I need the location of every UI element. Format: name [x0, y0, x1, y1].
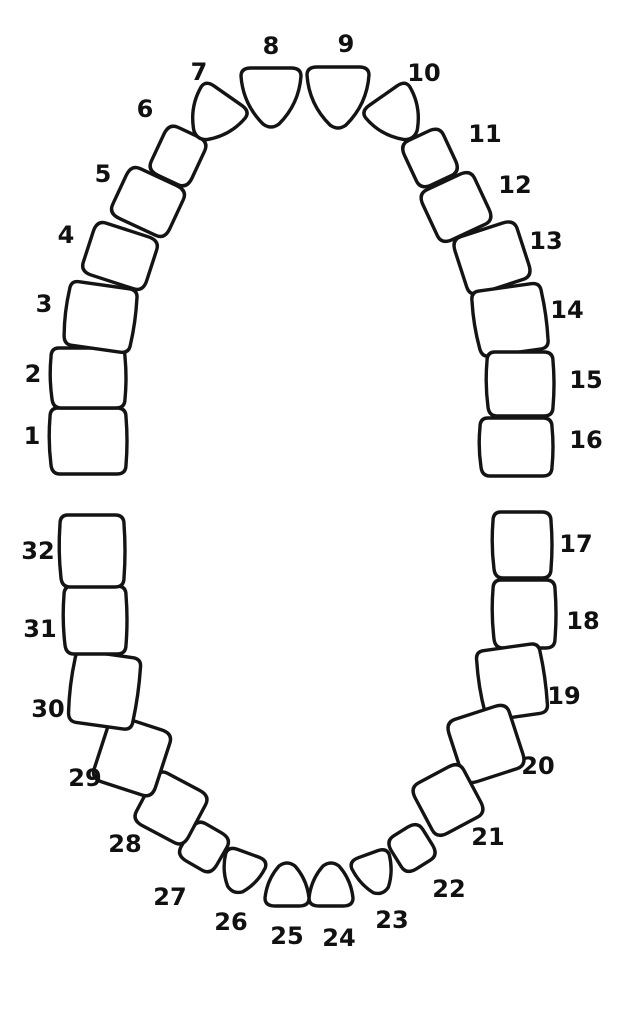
tooth-2-label: 2: [25, 360, 42, 388]
tooth-17-label: 17: [559, 530, 592, 558]
tooth-26-label: 26: [214, 908, 247, 936]
tooth-5: [109, 165, 187, 239]
tooth-31-label: 31: [23, 615, 56, 643]
tooth-7-label: 7: [191, 58, 208, 86]
tooth-3-label: 3: [36, 290, 53, 318]
tooth-24-label: 24: [322, 924, 355, 952]
tooth-20: [446, 703, 526, 785]
tooth-32-label: 32: [21, 537, 54, 565]
tooth-9-label: 9: [338, 30, 355, 58]
tooth-25: [263, 861, 311, 908]
tooth-13: [452, 220, 532, 296]
tooth-15: [484, 350, 556, 418]
tooth-16-label: 16: [569, 426, 602, 454]
tooth-30: [66, 649, 143, 731]
upper-arch: [47, 65, 556, 478]
tooth-12-label: 12: [498, 171, 531, 199]
tooth-3: [62, 279, 139, 355]
tooth-11-label: 11: [468, 120, 501, 148]
tooth-8: [239, 66, 303, 129]
tooth-17: [490, 510, 554, 580]
tooth-20-label: 20: [521, 752, 554, 780]
tooth-18-label: 18: [566, 607, 599, 635]
tooth-32: [57, 513, 127, 589]
tooth-23: [349, 848, 393, 896]
tooth-19: [474, 642, 550, 722]
tooth-9: [305, 65, 371, 130]
tooth-6-label: 6: [137, 95, 154, 123]
tooth-23-label: 23: [375, 906, 408, 934]
tooth-14-label: 14: [550, 296, 583, 324]
tooth-14: [470, 281, 550, 358]
tooth-6: [148, 124, 208, 188]
tooth-11: [401, 127, 459, 189]
tooth-5-label: 5: [95, 160, 112, 188]
tooth-22-label: 22: [432, 875, 465, 903]
tooth-18: [490, 578, 558, 650]
tooth-15-label: 15: [569, 366, 602, 394]
lower-arch: [57, 510, 558, 908]
tooth-8-label: 8: [263, 32, 280, 60]
tooth-4: [81, 220, 159, 292]
tooth-7: [190, 81, 249, 142]
tooth-19-label: 19: [547, 682, 580, 710]
tooth-27-label: 27: [153, 883, 186, 911]
tooth-25-label: 25: [270, 922, 303, 950]
tooth-30-label: 30: [31, 695, 64, 723]
tooth-31: [61, 584, 129, 656]
tooth-10-label: 10: [407, 59, 440, 87]
tooth-16: [477, 416, 555, 478]
tooth-29-label: 29: [68, 764, 101, 792]
tooth-21-label: 21: [471, 823, 504, 851]
tooth-2: [48, 346, 128, 410]
tooth-22: [387, 822, 437, 874]
tooth-1: [47, 406, 129, 476]
tooth-4-label: 4: [58, 221, 75, 249]
tooth-24: [307, 861, 355, 908]
tooth-12: [419, 170, 493, 244]
tooth-26: [222, 846, 268, 895]
tooth-13-label: 13: [529, 227, 562, 255]
tooth-28-label: 28: [108, 830, 141, 858]
tooth-21: [411, 762, 485, 838]
tooth-1-label: 1: [24, 422, 41, 450]
tooth-10: [362, 81, 421, 142]
